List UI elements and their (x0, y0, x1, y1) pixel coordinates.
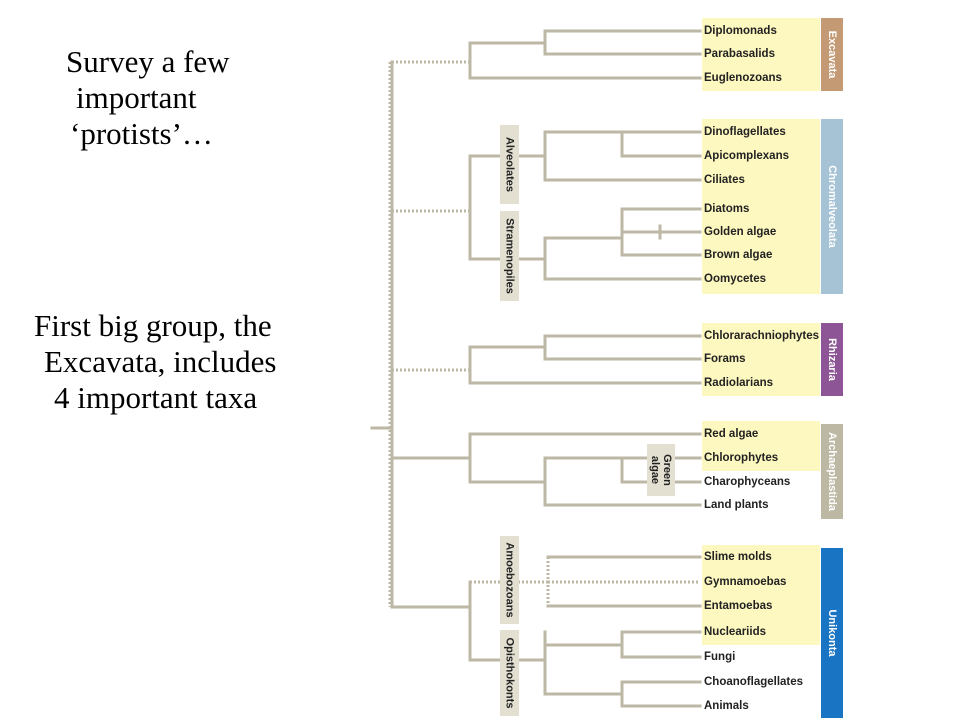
taxon-oomycetes: Oomycetes (704, 273, 766, 285)
group-bar-archaeplastida (821, 424, 843, 519)
group-bar-chromalveolata (821, 119, 843, 294)
taxon-golden-algae: Golden algae (704, 226, 776, 238)
subgroup-box-amoebozoans (500, 536, 519, 624)
group-label-excavata: Excavata (826, 31, 838, 80)
taxon-ciliates: Ciliates (704, 174, 745, 186)
taxon-charophyceans: Charophyceans (704, 476, 790, 488)
intro-line-1: Survey a few (66, 44, 230, 79)
taxon-euglenozoans: Euglenozoans (704, 72, 782, 84)
group-bar-rhizaria (821, 323, 843, 396)
taxon-land-plants: Land plants (704, 499, 769, 511)
subgroup-label-stramenopiles: Stramenopiles (504, 218, 516, 294)
highlight-block-1 (702, 18, 820, 91)
taxon-parabasalids: Parabasalids (704, 48, 775, 60)
taxon-chlorarachniophytes: Chlorarachniophytes (704, 330, 819, 342)
body-line-2: Excavata, includes (44, 344, 277, 379)
taxon-brown-algae: Brown algae (704, 249, 772, 261)
taxon-animals: Animals (704, 700, 749, 712)
subgroup-label-opisthokonts: Opisthokonts (504, 638, 516, 709)
subgroup-label-green-algae-1: Green (661, 454, 673, 486)
taxon-choanoflagellates: Choanoflagellates (704, 676, 803, 688)
taxon-radiolarians: Radiolarians (704, 377, 773, 389)
taxon-slime-molds: Slime molds (704, 551, 772, 563)
subgroup-box-green-algae (647, 444, 675, 496)
body-line-1: First big group, the (34, 308, 272, 343)
taxon-dinoflagellates: Dinoflagellates (704, 126, 786, 138)
group-bar-unikonta (821, 548, 843, 718)
taxon-diatoms: Diatoms (704, 203, 749, 215)
taxon-diplomonads: Diplomonads (704, 25, 777, 37)
highlight-block-4 (702, 421, 820, 471)
group-label-archaeplastida: Archaeplastida (826, 432, 838, 512)
subgroup-label-amoebozoans: Amoebozoans (504, 542, 516, 617)
taxon-nucleariids: Nucleariids (704, 626, 766, 638)
highlight-block-2 (702, 119, 820, 294)
taxon-gymnamoebas: Gymnamoebas (704, 576, 786, 588)
highlight-block-3 (702, 323, 820, 396)
subgroup-label-alveolates: Alveolates (504, 137, 516, 192)
group-label-chromalveolata: Chromalveolata (826, 165, 838, 248)
taxon-fungi: Fungi (704, 651, 735, 663)
subgroup-box-opisthokonts (500, 630, 519, 716)
group-bar-excavata (821, 18, 843, 91)
body-line-3: 4 important taxa (54, 380, 258, 415)
subgroup-box-alveolates (500, 125, 519, 204)
group-label-rhizaria: Rhizaria (826, 338, 838, 382)
group-label-unikonta: Unikonta (826, 609, 838, 657)
taxon-chlorophytes: Chlorophytes (704, 452, 778, 464)
taxon-red-algae: Red algae (704, 428, 758, 440)
intro-line-3: ‘protists’… (70, 116, 213, 151)
subgroup-box-stramenopiles (500, 211, 519, 301)
taxon-apicomplexans: Apicomplexans (704, 150, 789, 162)
taxon-forams: Forams (704, 353, 746, 365)
intro-line-2: important (76, 80, 197, 115)
highlight-block-5 (702, 545, 820, 645)
subgroup-label-green-algae-2: algae (649, 456, 661, 484)
taxon-entamoebas: Entamoebas (704, 600, 772, 612)
